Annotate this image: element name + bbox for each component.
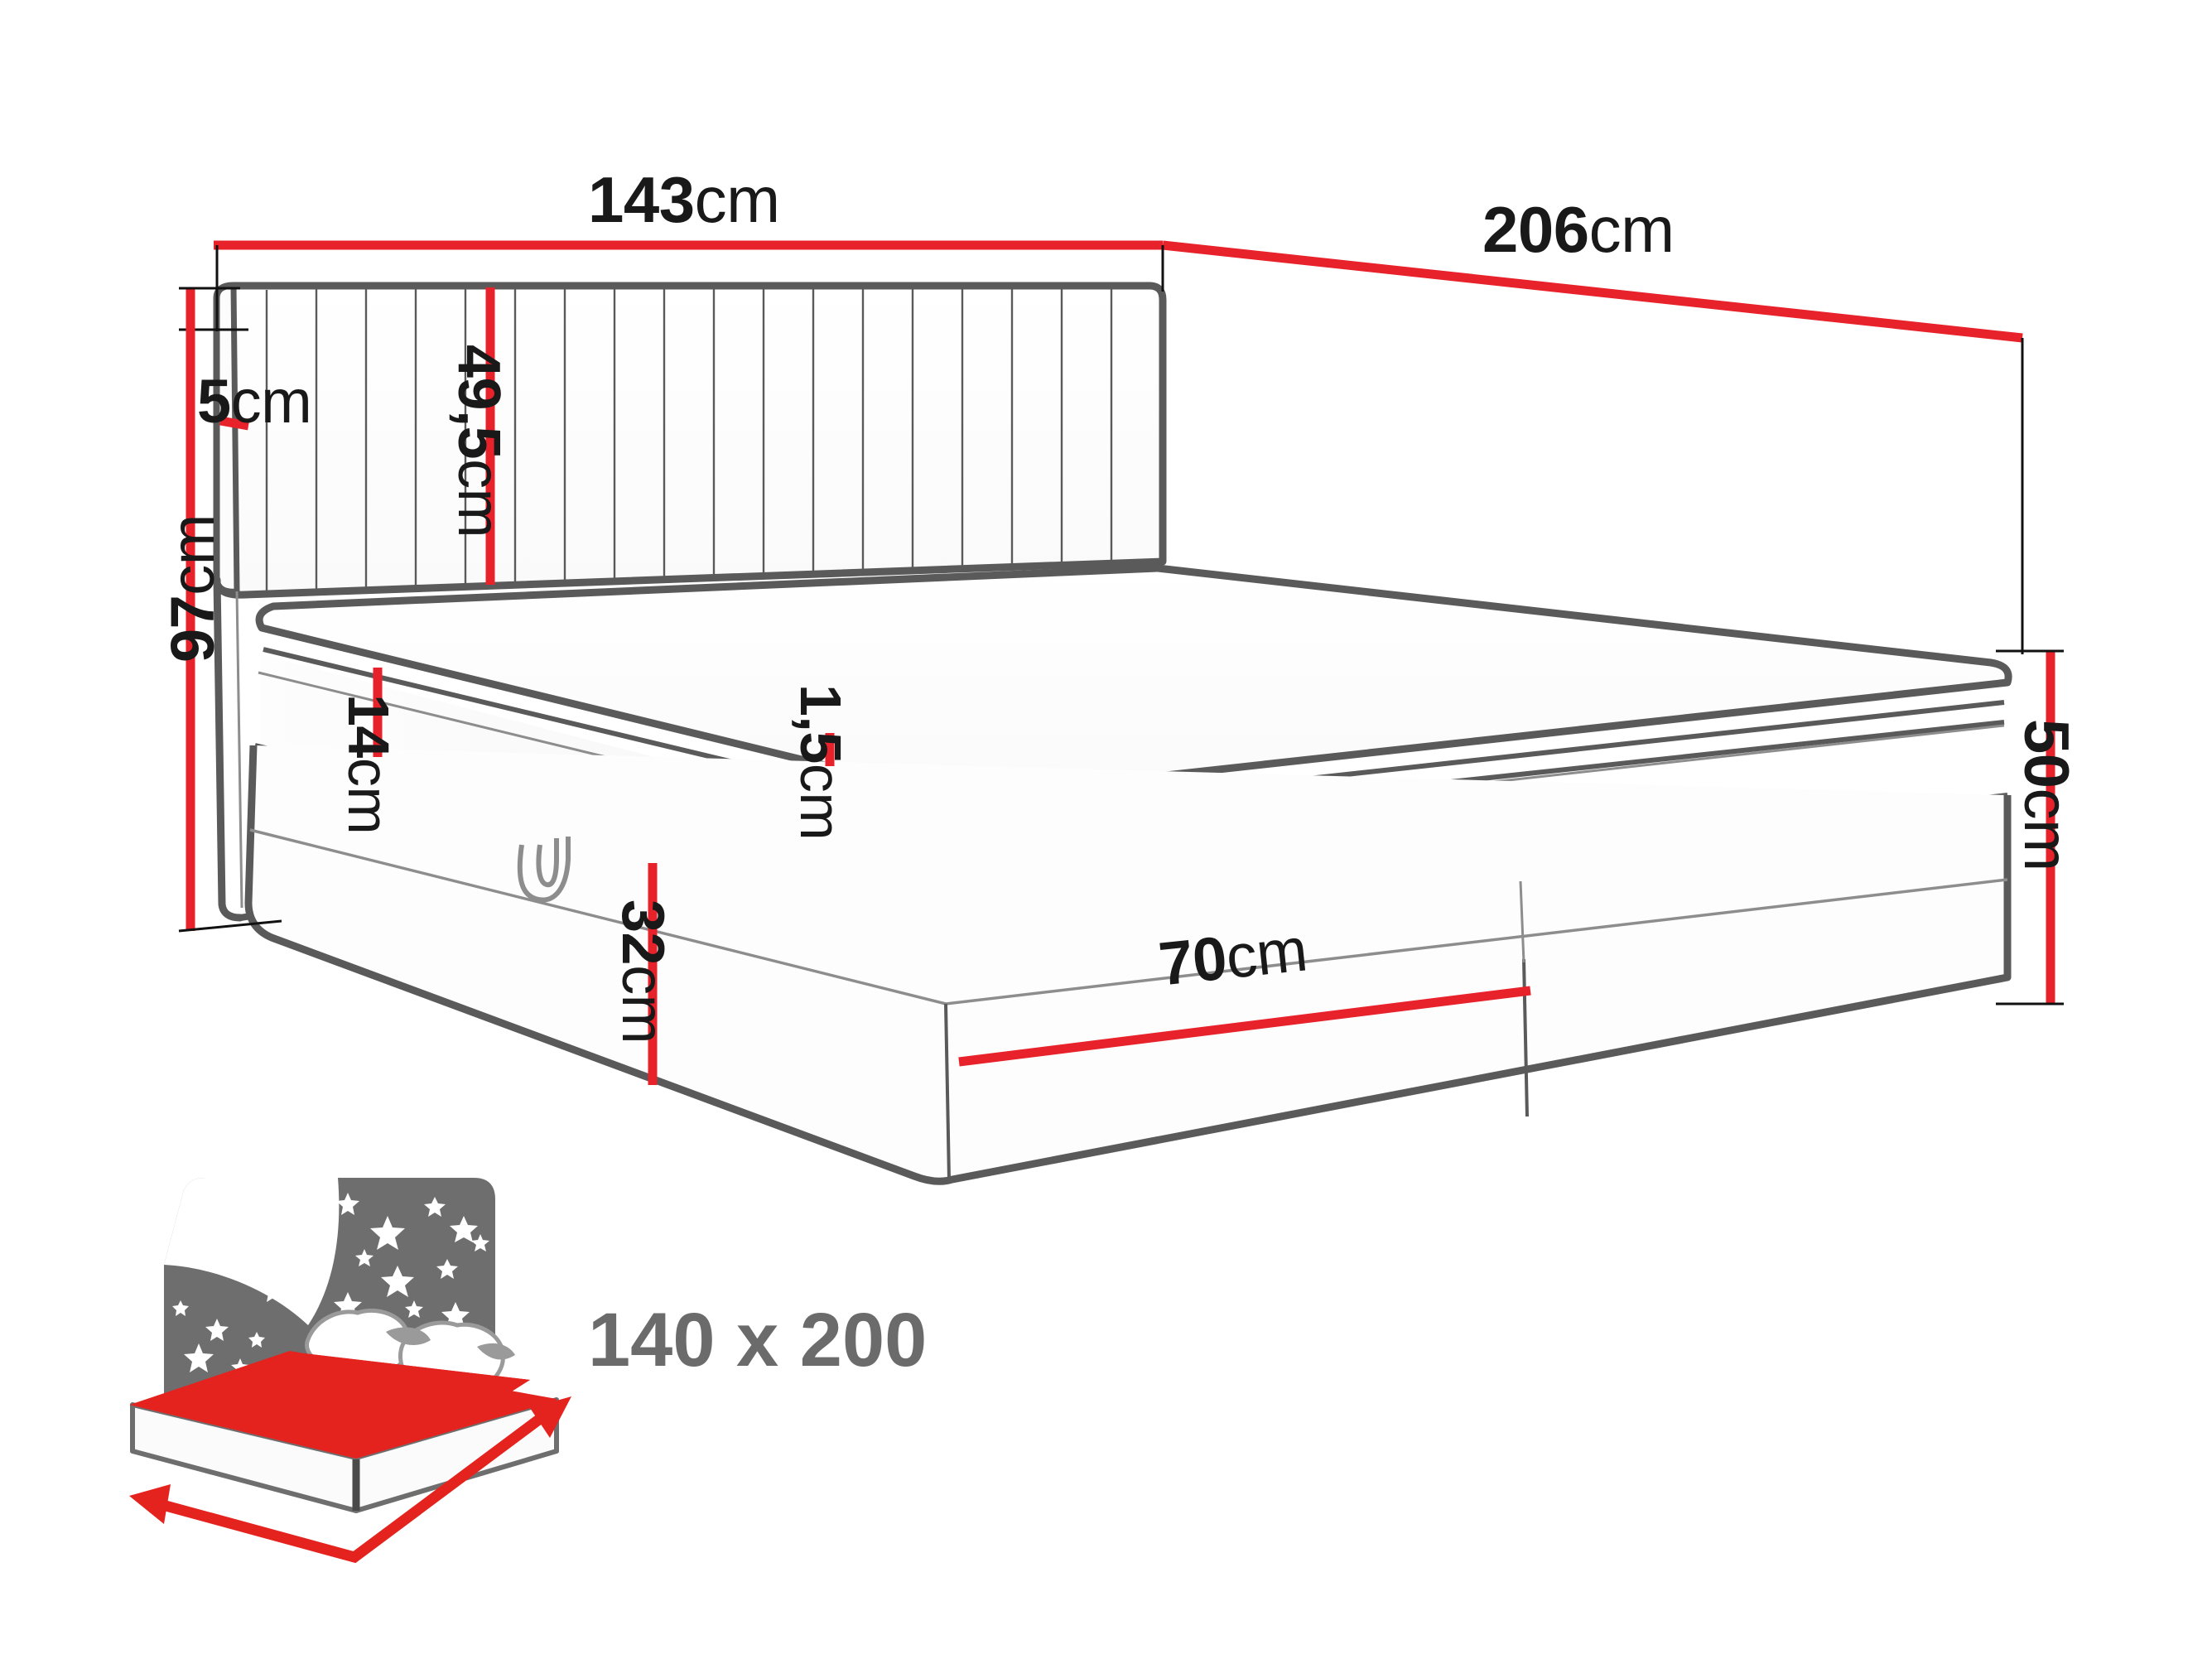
headboard-ribs [265,286,1113,593]
extline-97cm-bottom [178,919,282,933]
drawer-handle-icon [517,837,571,903]
dimline-206cm [1162,240,2023,343]
bed-base [244,745,2012,1185]
dimline-5cm [219,416,249,431]
base-front-corner [944,1003,951,1180]
size-arrows-icon [142,1401,562,1564]
drawer-divider-right-upper [1519,880,1525,963]
size-arrowheads-icon [129,1396,571,1524]
drawer-divider-right [1522,958,1529,1117]
base-body [244,745,2012,1185]
mattress-size-label: 140 x 200 [588,1298,928,1382]
headboard-left-post-inner [235,591,243,909]
headboard [213,282,1167,922]
dimline-70cm [958,986,1531,1067]
dimension-lines [178,240,2064,1085]
dimension-label-5cm: 5cm [197,367,312,436]
dimension-label-143cm: 143cm [588,163,780,236]
dimension-label-206cm: 206cm [1482,193,1675,266]
mattress-block-icon [129,1350,559,1513]
